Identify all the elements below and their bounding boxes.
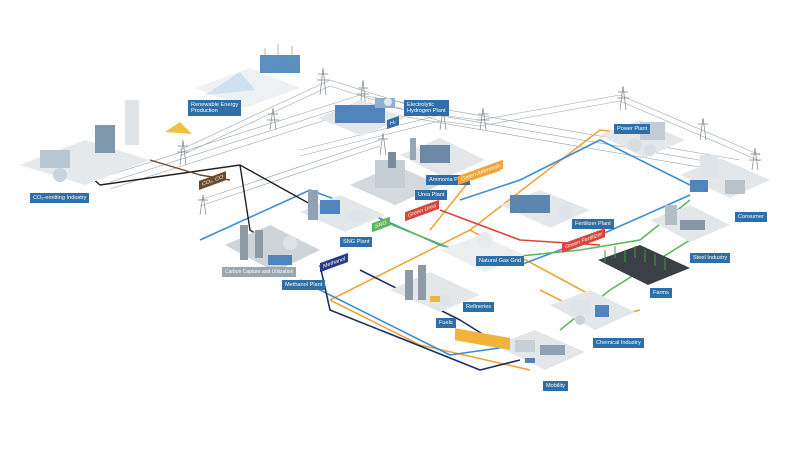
- label-refineries: Refineries: [463, 302, 495, 312]
- fertilizer-facility-icon: [510, 195, 572, 219]
- co2-industry-facility-icon: [40, 100, 192, 182]
- urea-facility-icon: [375, 152, 405, 188]
- ammonia-facility-icon: [410, 138, 450, 163]
- pylons: [177, 67, 761, 216]
- label-electrolytic: Electrolytic Hydrogen Plant: [404, 100, 449, 117]
- label-methanol: Methanol Plant: [282, 280, 326, 290]
- label-farms: Farms: [650, 288, 672, 298]
- label-fertilizer: Fertilizer Plant: [572, 219, 614, 229]
- label-ammonia: Ammonia Plant: [426, 175, 470, 185]
- renewable-facility-icon: [205, 44, 300, 95]
- label-fuels: Fuels: [436, 318, 456, 328]
- natural-gas-grid-icon: [455, 232, 510, 350]
- label-natural-gas-grid: Natural Gas Grid: [476, 256, 524, 266]
- label-chemical: Chemical Industry: [593, 338, 644, 348]
- label-carbon-capture: Carbon Capture and Utilization: [222, 267, 297, 277]
- facilities: [40, 44, 745, 363]
- label-sng: SNG Plant: [340, 237, 373, 247]
- mobility-facility-icon: [515, 340, 565, 363]
- label-consumer: Consumer: [735, 212, 767, 222]
- label-power-plant: Power Plant: [614, 124, 651, 134]
- electrolytic-facility-icon: [335, 98, 395, 123]
- label-urea: Urea Plant: [415, 190, 448, 200]
- label-steel: Steel Industry: [690, 253, 731, 263]
- label-co2-industry: CO₂-emitting Industry: [30, 193, 90, 203]
- sng-facility-icon: [308, 190, 368, 222]
- methanol-facility-icon: [240, 225, 297, 265]
- farms-icon: [604, 246, 666, 270]
- label-mobility: Mobility: [543, 381, 568, 391]
- label-renewable: Renewable Energy Production: [188, 100, 242, 117]
- steel-facility-icon: [665, 205, 705, 230]
- consumer-facility-icon: [690, 155, 745, 194]
- refineries-facility-icon: [405, 265, 451, 306]
- chemical-facility-icon: [570, 300, 609, 325]
